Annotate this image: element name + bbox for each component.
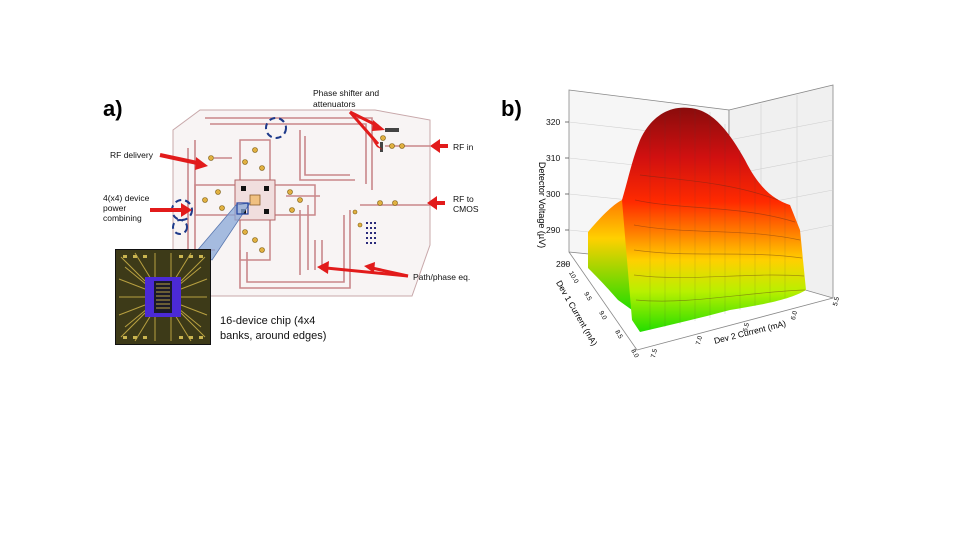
- rf-to-label: RF to: [453, 194, 474, 204]
- central-combiner: [194, 139, 316, 261]
- chip-micrograph: [115, 249, 211, 345]
- chip-caption-line-2: banks, around edges): [220, 330, 327, 342]
- attenuators-label: attenuators: [313, 99, 356, 109]
- components: [202, 135, 405, 253]
- z-tick-300: 300: [546, 189, 561, 199]
- rf-in-label: RF in: [453, 142, 474, 152]
- surface-main-mound: [622, 107, 806, 332]
- z-axis-title: Detector Voltage (µV): [537, 161, 547, 249]
- device-combining-label-3: combining: [103, 213, 142, 223]
- annotation-arrows: [150, 110, 448, 278]
- panel-a-label: a): [103, 96, 123, 121]
- z-tick-310: 310: [546, 153, 561, 163]
- path-phase-label: Path/phase eq.: [413, 272, 471, 282]
- rf-delivery-label: RF delivery: [110, 150, 153, 160]
- panel-b-label: b): [501, 96, 522, 121]
- z-tick-320: 320: [546, 117, 561, 127]
- z-tick-280: 280: [556, 259, 571, 269]
- chip-location-box: [236, 202, 249, 215]
- chip-zoom-projection: [195, 202, 251, 261]
- device-combining-label-1: 4(x4) device: [103, 193, 150, 203]
- surface-mesh: [649, 108, 786, 330]
- surface-contours: [633, 174, 806, 302]
- cmos-label: CMOS: [453, 204, 479, 214]
- phase-shifter-label: Phase shifter and: [313, 88, 380, 98]
- pad-arrays: [366, 128, 399, 244]
- chip-caption-line-1: 16-device chip (4x4: [220, 315, 316, 327]
- device-combining-label-2: power: [103, 203, 127, 213]
- surface-left-ridge: [588, 200, 632, 310]
- z-tick-290: 290: [546, 225, 561, 235]
- z-axis-ticks: [565, 121, 569, 265]
- rf-traces: [187, 117, 430, 289]
